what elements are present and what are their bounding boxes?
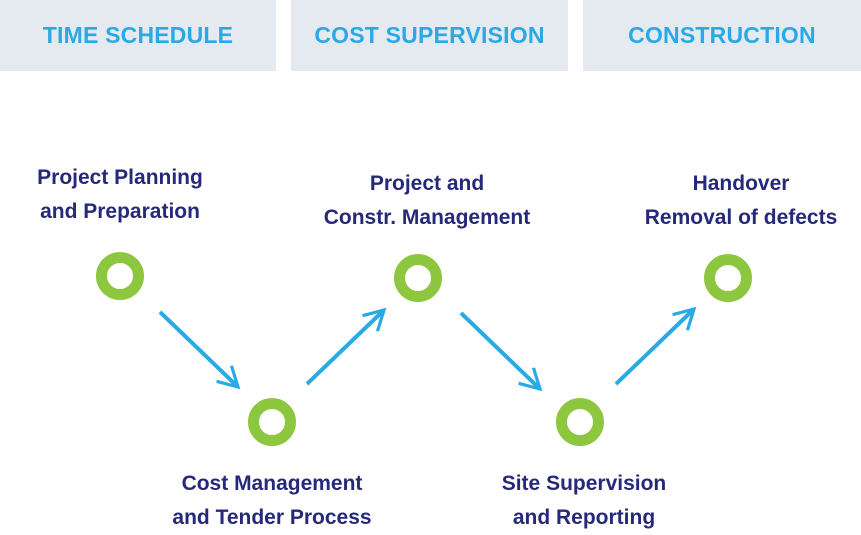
step1-label: Project Planning and Preparation	[0, 161, 240, 229]
tab-time-schedule-label: TIME SCHEDULE	[42, 22, 234, 48]
node-step4	[556, 398, 604, 446]
flow-nodes	[96, 252, 752, 446]
node-step5	[704, 254, 752, 302]
tab-construction-label: CONSTRUCTION	[628, 22, 816, 48]
step2-label-line1: Cost Management	[181, 472, 363, 495]
node-step2	[248, 398, 296, 446]
step4-label-line1: Site Supervision	[501, 472, 667, 495]
tab-cost-supervision-label: COST SUPERVISION	[314, 22, 545, 48]
step4-label: Site Supervision and Reporting	[454, 467, 714, 535]
step3-label-line2: Constr. Management	[323, 206, 531, 229]
step3-label-line1: Project and	[369, 172, 485, 195]
arrow-step3-to-step4	[459, 311, 540, 389]
step2-label-line2: and Tender Process	[172, 506, 372, 529]
step5-label-line2: Removal of defects	[644, 206, 838, 229]
tab-cost-supervision: COST SUPERVISION	[291, 0, 568, 71]
tab-time-schedule: TIME SCHEDULE	[0, 0, 276, 71]
step3-label: Project and Constr. Management	[297, 167, 557, 235]
arrow-step4-to-step5	[614, 309, 694, 386]
step1-label-line1: Project Planning	[37, 166, 203, 189]
step2-label: Cost Management and Tender Process	[142, 467, 402, 535]
node-step3	[394, 254, 442, 302]
flow-arrows	[158, 309, 694, 389]
step5-label-line1: Handover	[692, 172, 790, 195]
step5-label: Handover Removal of defects	[611, 167, 861, 235]
tab-construction: CONSTRUCTION	[583, 0, 861, 71]
step4-label-line2: and Reporting	[512, 506, 656, 529]
arrow-step2-to-step3	[305, 310, 384, 386]
arrow-step1-to-step2	[158, 310, 238, 387]
node-step1	[96, 252, 144, 300]
step1-label-line2: and Preparation	[40, 200, 200, 223]
